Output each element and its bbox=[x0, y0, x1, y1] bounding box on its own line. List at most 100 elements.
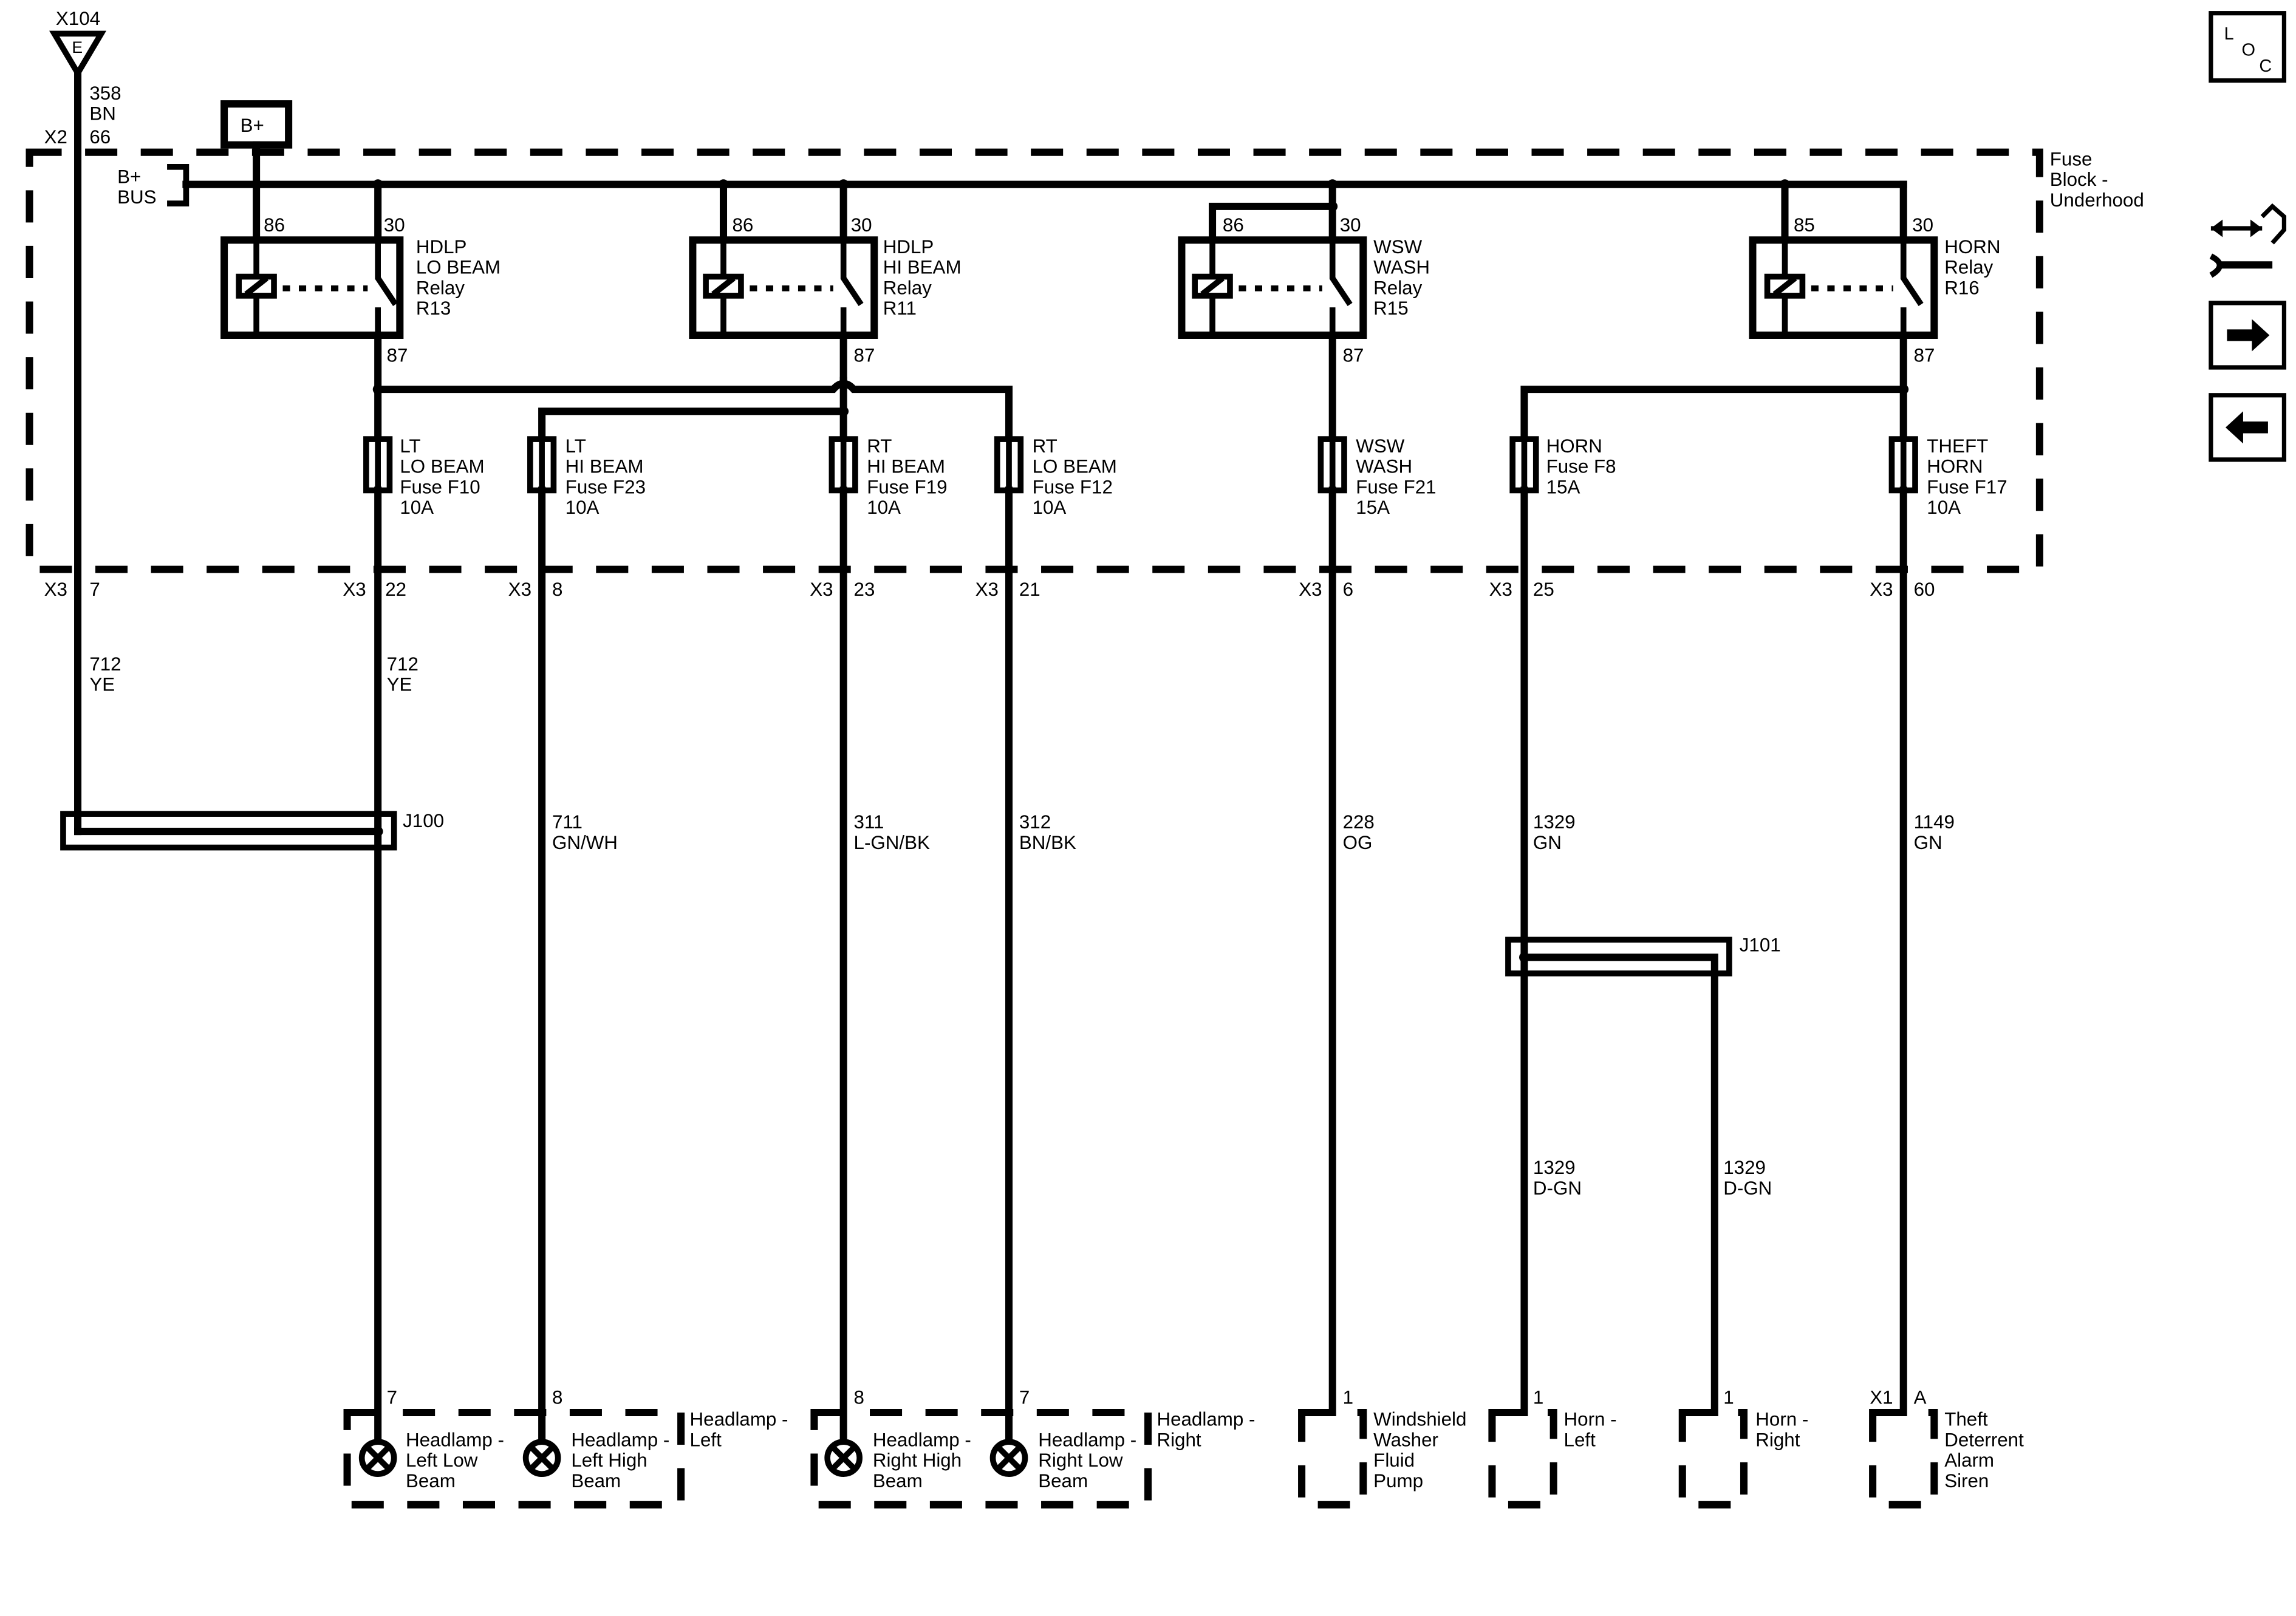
ground-x104: X104 E 358 BN X2 66 bbox=[44, 8, 121, 148]
f19-line1: RT bbox=[867, 435, 892, 457]
loc-button[interactable]: L O C bbox=[2209, 11, 2287, 83]
bus-label-2: BUS bbox=[117, 186, 156, 208]
right-high-line1: Headlamp - bbox=[873, 1429, 971, 1450]
f12-line4: 10A bbox=[1033, 497, 1067, 518]
siren-line2: Deterrent bbox=[1944, 1429, 2024, 1450]
pin-siren: A bbox=[1914, 1387, 1927, 1408]
fuse-block-line1: Fuse bbox=[2050, 148, 2093, 169]
f21-line4: 15A bbox=[1356, 497, 1390, 518]
r13-switch-icon bbox=[375, 240, 398, 335]
ground-letter: E bbox=[72, 38, 83, 56]
x3-label-7: X3 bbox=[44, 579, 67, 600]
fuse-f8: HORN Fuse F8 15A bbox=[1509, 435, 1616, 497]
r13-pin-30: 30 bbox=[384, 214, 405, 236]
wire-311-color: L-GN/BK bbox=[854, 832, 930, 853]
x3-label-23: X3 bbox=[810, 579, 833, 600]
right-low-line3: Beam bbox=[1038, 1470, 1088, 1492]
bplus-bus: B+ BUS bbox=[117, 163, 1907, 208]
f8-line1: HORN bbox=[1546, 435, 1602, 457]
relay-r13: 86 30 87 HDLP LO BEAM Relay R13 bbox=[220, 180, 501, 394]
left-low-line3: Beam bbox=[406, 1470, 456, 1492]
f10-line2: LO BEAM bbox=[400, 456, 484, 477]
f21-line2: WASH bbox=[1356, 456, 1412, 477]
lamp-icon bbox=[522, 1439, 561, 1478]
headlamp-right-group: Headlamp - Right High Beam Headlamp - Ri… bbox=[810, 1408, 1255, 1509]
r15-86-wire bbox=[1209, 202, 1336, 244]
dot-r16-85 bbox=[1780, 179, 1790, 190]
wire-358-color: BN bbox=[89, 103, 116, 124]
fuse-f19: RT HI BEAM Fuse F19 10A bbox=[829, 435, 948, 518]
r11-line4: R11 bbox=[883, 298, 917, 319]
r15-coil-slash bbox=[1200, 276, 1225, 297]
f10-line3: Fuse F10 bbox=[400, 476, 480, 497]
dot-r11-30 bbox=[838, 179, 849, 190]
wire-711-number: 711 bbox=[552, 811, 583, 833]
r16-line2: Relay bbox=[1944, 257, 1993, 278]
fuse-f17: THEFT HORN Fuse F17 10A bbox=[1888, 435, 2007, 518]
f8-line3: 15A bbox=[1546, 476, 1580, 497]
r11-line2: HI BEAM bbox=[883, 257, 962, 278]
r13-pin-86: 86 bbox=[264, 214, 285, 236]
f8-line2: Fuse F8 bbox=[1546, 456, 1616, 477]
r15-pin-30: 30 bbox=[1340, 214, 1361, 236]
x3-pin-8: 8 bbox=[552, 579, 562, 600]
x2-pin-label: 66 bbox=[89, 126, 111, 148]
x3-label-22: X3 bbox=[343, 579, 366, 600]
wire-1149-number: 1149 bbox=[1914, 811, 1955, 833]
r16-switch-icon bbox=[1900, 240, 1924, 335]
x3-pin-22: 22 bbox=[385, 579, 406, 600]
x104-label: X104 bbox=[56, 8, 100, 29]
r15-pin-86: 86 bbox=[1223, 214, 1244, 236]
arrow-right-icon[interactable] bbox=[2209, 301, 2287, 370]
fuse-block-label: Fuse Block - Underhood bbox=[2050, 148, 2144, 210]
fuse-block-line2: Block - bbox=[2050, 169, 2108, 190]
r15-switch-icon bbox=[1329, 240, 1353, 335]
r13-coil-slash bbox=[244, 276, 268, 297]
dot-r15-30 bbox=[1327, 179, 1338, 190]
horn-left: Horn - Left bbox=[1488, 1409, 1617, 1509]
x3-label-21: X3 bbox=[975, 579, 999, 600]
r16-pin-87: 87 bbox=[1914, 344, 1935, 366]
wire-1149-color: GN bbox=[1914, 832, 1942, 853]
pin-hl-left-high: 8 bbox=[552, 1387, 562, 1408]
j100-label: J100 bbox=[403, 810, 444, 831]
r13-line2: LO BEAM bbox=[416, 257, 501, 278]
pin-hl-left-low: 7 bbox=[387, 1387, 397, 1408]
connector-tools-icon[interactable] bbox=[2209, 203, 2287, 278]
r15-line2: WASH bbox=[1373, 257, 1430, 278]
relay-r11: 86 30 87 HDLP HI BEAM Relay R11 bbox=[689, 180, 962, 384]
wire-1329l-color: D-GN bbox=[1533, 1178, 1582, 1199]
headlamp-left-group: Headlamp - Left Low Beam Headlamp - Left… bbox=[343, 1409, 788, 1509]
r15-pin-87: 87 bbox=[1343, 344, 1364, 366]
f23-line3: Fuse F23 bbox=[565, 476, 646, 497]
j101-label: J101 bbox=[1740, 935, 1781, 956]
r16-pin-85: 85 bbox=[1794, 214, 1815, 236]
headlamp-right-border bbox=[810, 1408, 1152, 1509]
headlamp-left-title1: Headlamp - bbox=[690, 1409, 788, 1430]
f19-line2: HI BEAM bbox=[867, 456, 945, 477]
f19-line3: Fuse F19 bbox=[867, 476, 947, 497]
dot-r15-86 bbox=[1327, 201, 1338, 212]
bplus-source: B+ bbox=[220, 100, 293, 188]
lamp-icon bbox=[358, 1439, 397, 1478]
f17-line4: 10A bbox=[1927, 497, 1961, 518]
right-low-line1: Headlamp - bbox=[1038, 1429, 1136, 1450]
f10-line1: LT bbox=[400, 435, 420, 457]
washer-pump: Windshield Washer Fluid Pump bbox=[1298, 1409, 1466, 1509]
r16-coil-slash bbox=[1772, 276, 1797, 297]
r13-line4: R13 bbox=[416, 298, 451, 319]
fuse-f10: LT LO BEAM Fuse F10 10A bbox=[363, 435, 485, 518]
siren-line4: Siren bbox=[1944, 1470, 1989, 1492]
loc-letter-c: C bbox=[2259, 56, 2272, 76]
fuse-block-border bbox=[26, 148, 2043, 573]
j100-dot bbox=[372, 826, 383, 837]
arrow-left-icon[interactable] bbox=[2209, 393, 2287, 462]
right-low-line2: Right Low bbox=[1038, 1450, 1123, 1471]
pin-hl-right-low: 7 bbox=[1019, 1387, 1030, 1408]
wire-712a-number: 712 bbox=[89, 653, 121, 675]
wire-1329-color: GN bbox=[1533, 832, 1562, 853]
dot-horn bbox=[1898, 384, 1909, 395]
lamp-icon bbox=[989, 1439, 1028, 1478]
r16-line1: HORN bbox=[1944, 236, 2000, 257]
r13-line3: Relay bbox=[416, 277, 465, 298]
